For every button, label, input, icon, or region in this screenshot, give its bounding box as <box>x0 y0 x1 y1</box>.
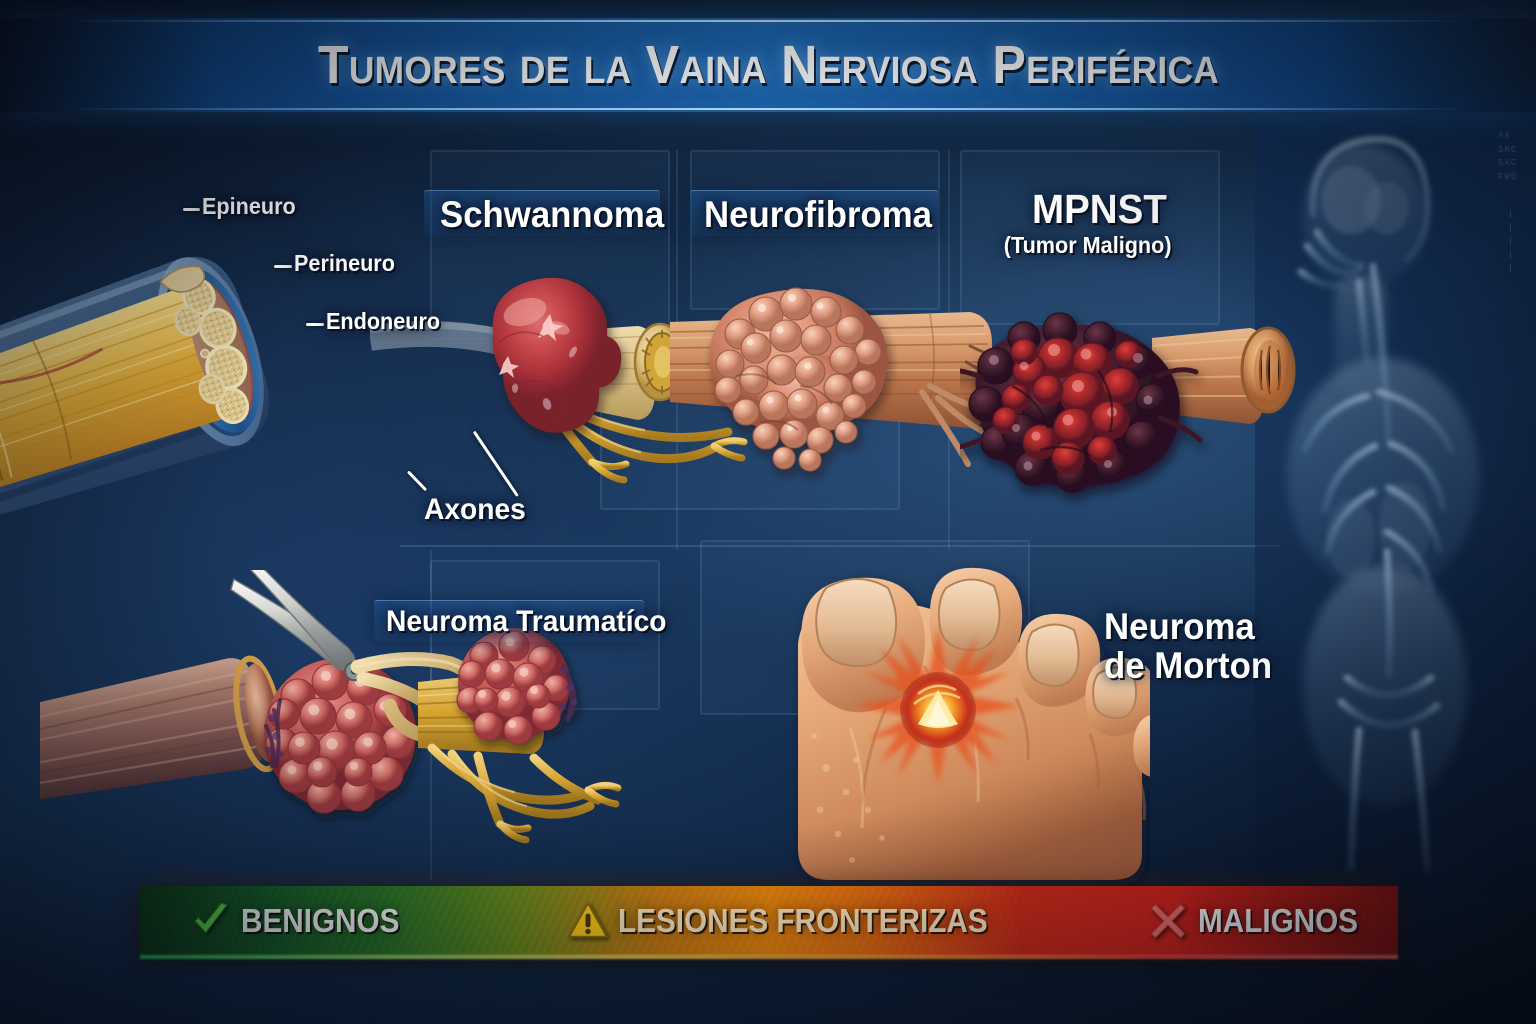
warning-icon <box>568 902 608 938</box>
leader-epineuro <box>183 208 200 211</box>
legend-item-benignos[interactable]: BENIGNOS <box>190 900 417 942</box>
mri-scan-scale: ||||| <box>1507 209 1514 273</box>
label-neuroma-morton-line1: Neuroma <box>1104 606 1255 647</box>
label-perineuro: Perineuro <box>294 250 395 276</box>
check-icon <box>194 902 228 934</box>
label-schwannoma: Schwannoma <box>440 194 665 235</box>
legend-item-malignos[interactable]: MALIGNOS <box>1147 900 1376 942</box>
label-epineuro: Epineuro <box>202 193 296 219</box>
morton-neuroma-foot <box>798 567 1150 880</box>
label-axones: Axones <box>424 493 526 526</box>
mri-scan-annotation: AX SRC SXC FW0 <box>1497 131 1530 182</box>
label-neuroma-traumatico: Neuroma Traumatíco <box>386 605 667 638</box>
neurofibroma-mass <box>709 287 888 472</box>
cross-icon <box>1150 903 1186 939</box>
legend-label-fronterizas: LESIONES FRONTERIZAS <box>618 902 988 939</box>
legend-label-malignos: MALIGNOS <box>1197 902 1358 939</box>
label-mpnst-sub: (Tumor Maligno) <box>1003 232 1172 259</box>
legend-item-fronterizas[interactable]: LESIONES FRONTERIZAS <box>567 900 1029 942</box>
nerve-anatomy-diagram <box>0 256 269 569</box>
label-neuroma-morton-line2: de Morton <box>1104 644 1273 686</box>
mpnst-mass <box>960 312 1203 493</box>
label-endoneuro: Endoneuro <box>326 308 441 334</box>
schwannoma-mass <box>492 277 622 433</box>
label-neuroma-morton: Neuroma de Morton <box>1104 606 1273 686</box>
label-mpnst-main: MPNST <box>1032 186 1167 232</box>
leader-perineuro <box>274 265 292 268</box>
page-title: Tumores de la Vaina Nerviosa Periférica <box>317 35 1219 95</box>
legend-label-benignos: BENIGNOS <box>241 902 400 939</box>
classification-legend: BENIGNOS LESIONES FRONTERIZAS MALIGNOS <box>140 886 1398 956</box>
label-mpnst: MPNST (Tumor Maligno) <box>1004 186 1172 257</box>
title-banner: Tumores de la Vaina Nerviosa Periférica <box>0 18 1536 112</box>
label-neurofibroma: Neurofibroma <box>704 194 933 235</box>
leader-endoneuro <box>306 323 324 326</box>
